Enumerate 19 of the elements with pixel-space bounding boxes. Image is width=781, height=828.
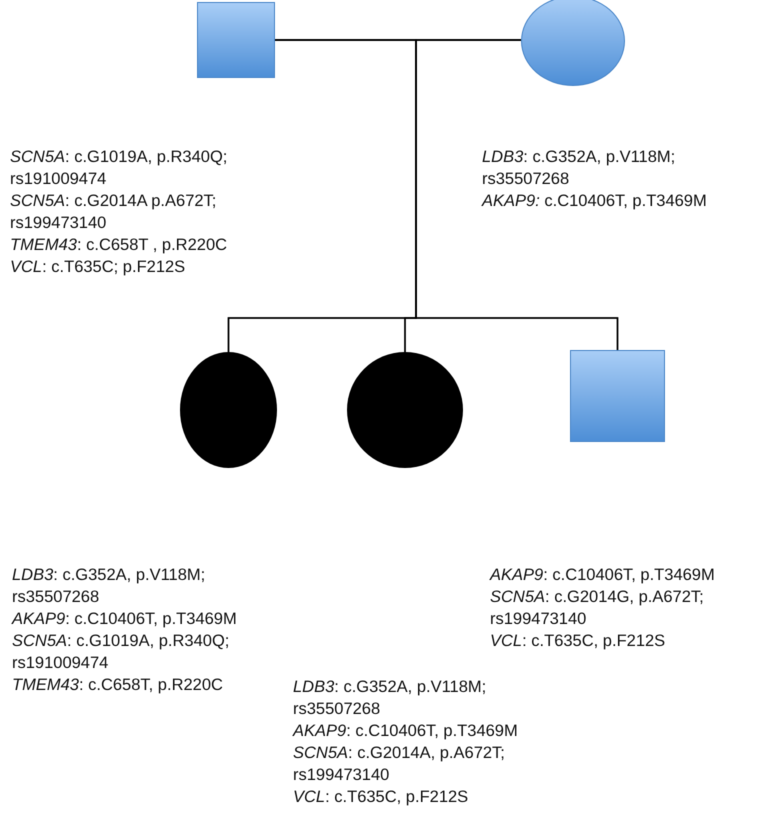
variant-annotation: SCN5A: c.G1019A, p.R340Q; rs191009474 [10,147,228,190]
variant-annotation: AKAP9: c.C10406T, p.T3469M [12,609,238,630]
variant-annotation: SCN5A: c.G2014A p.A672T; rs199473140 [10,191,218,234]
variant-annotation: SCN5A: c.G1019A, p.R340Q; rs191009474 [12,631,230,674]
variant-annotation: VCL: c.T635C, p.F212S [293,787,470,808]
variant-annotation: VCL: c.T635C, p.F212S [490,631,666,652]
variant-annotation: VCL: c.T635C; p.F212S [10,257,186,278]
variant-annotation: TMEM43: c.C658T , p.R220C [10,235,228,256]
pedigree-line [415,39,618,350]
variant-annotation: AKAP9: c.C10406T, p.T3469M [293,721,519,742]
variant-annotation: LDB3: c.G352A, p.V118M; rs35507268 [293,677,488,720]
pedigree-square [570,350,665,442]
variant-annotation: LDB3: c.G352A, p.V118M; rs35507268 [12,565,206,608]
variant-annotation: SCN5A: c.G2014G, p.A672T; rs199473140 [490,587,705,630]
variant-annotation: SCN5A: c.G2014A, p.A672T; rs199473140 [293,743,506,786]
variant-annotation: AKAP9: c.C10406T, p.T3469M [482,191,708,212]
variant-annotation: AKAP9: c.C10406T, p.T3469M [490,565,716,586]
variant-annotation: TMEM43: c.C658T, p.R220C [12,675,224,696]
pedigree-square [197,2,275,78]
